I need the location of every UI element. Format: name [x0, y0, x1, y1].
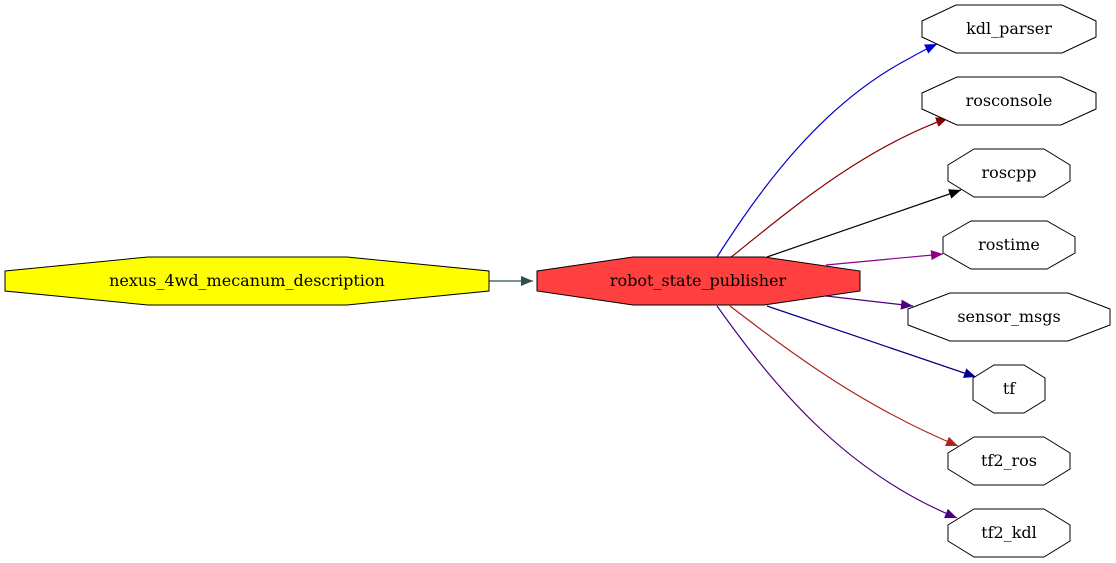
edge-to-tf2-kdl: [716, 305, 958, 519]
node-shape-rosconsole: [921, 76, 1097, 126]
node-tf2-kdl[interactable]: tf2_kdl: [947, 508, 1071, 558]
edge-to-sensor-msgs: [825, 295, 914, 310]
node-tf2-ros[interactable]: tf2_ros: [947, 436, 1071, 486]
node-label-sensor-msgs: sensor_msgs: [957, 307, 1060, 326]
edge-to-rosconsole: [729, 117, 949, 259]
node-rostime[interactable]: rostime: [942, 220, 1076, 270]
node-shape-tf2-ros: [947, 436, 1071, 486]
node-label-tf: tf: [1003, 379, 1016, 398]
node-shape-tf: [972, 364, 1046, 414]
node-shape-kdl-parser: [921, 4, 1097, 54]
node-robot-state-publisher[interactable]: robot_state_publisher: [536, 256, 861, 306]
edge-to-roscpp: [766, 189, 962, 258]
node-label-root: nexus_4wd_mecanum_description: [109, 271, 385, 290]
node-label-tf2-kdl: tf2_kdl: [981, 523, 1037, 542]
edge-to-rostime: [825, 250, 944, 266]
node-shape-tf2-kdl: [947, 508, 1071, 558]
node-rosconsole[interactable]: rosconsole: [921, 76, 1097, 126]
node-label-kdl-parser: kdl_parser: [966, 19, 1052, 38]
edge-to-kdl-parser: [716, 43, 938, 258]
node-tf[interactable]: tf: [972, 364, 1046, 414]
node-shape-roscpp: [947, 148, 1071, 198]
nodes: nexus_4wd_mecanum_description robot_stat…: [4, 4, 1111, 558]
edges: [489, 43, 977, 519]
edge-to-tf2-ros: [729, 305, 959, 447]
node-nexus-4wd-mecanum-description[interactable]: nexus_4wd_mecanum_description: [4, 256, 490, 306]
node-shape-rostime: [942, 220, 1076, 270]
node-label-rosconsole: rosconsole: [966, 91, 1053, 110]
node-shape-publisher: [536, 256, 861, 306]
node-roscpp[interactable]: roscpp: [947, 148, 1071, 198]
edge-to-tf: [766, 305, 977, 378]
node-label-tf2-ros: tf2_ros: [981, 451, 1037, 470]
node-shape-sensor-msgs: [907, 292, 1111, 342]
node-kdl-parser[interactable]: kdl_parser: [921, 4, 1097, 54]
node-shape-root: [4, 256, 490, 306]
node-label-rostime: rostime: [978, 235, 1040, 254]
node-label-roscpp: roscpp: [982, 163, 1037, 182]
node-sensor-msgs[interactable]: sensor_msgs: [907, 292, 1111, 342]
node-label-publisher: robot_state_publisher: [610, 271, 787, 290]
